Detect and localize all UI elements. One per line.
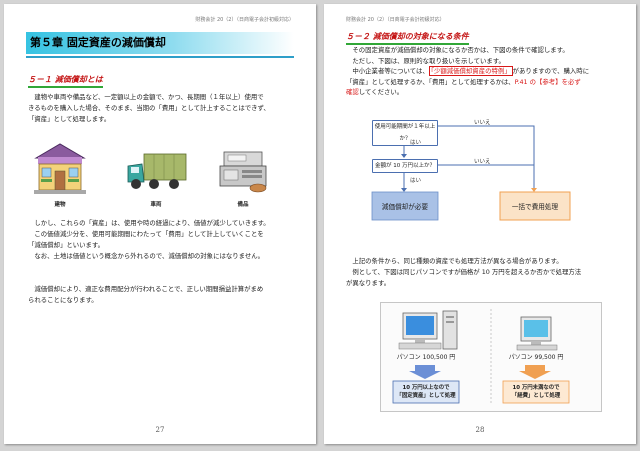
text-line: 減価償却により、適正な費用配分が行われることで、正しい期間損益計算がまめ: [28, 285, 264, 293]
text-line: が異なります。: [346, 279, 391, 287]
left-page: 財務会計 20（2）（日商電子会計初級対応） 第５章 固定資産の減価償却 ５－１…: [4, 4, 316, 444]
caption-equipment: 備品: [237, 202, 249, 208]
text-line: きるものを購入した場合、そのまま、当期の「費用」として計上することはできず、: [28, 104, 270, 112]
truck-illustration: [127, 153, 187, 189]
page-header: 財務会計 20（2）（日商電子会計初級対応）: [346, 17, 445, 23]
decision-flowchart: [371, 125, 571, 221]
confirm-highlight: 確認: [346, 88, 359, 96]
text-line: 「資産」として処理するか、「費用」として処理するかは、P.41 の【参考】を必ず: [346, 77, 581, 86]
text-line: 「資産」として処理します。: [28, 115, 111, 123]
text-line: 確認してください。: [346, 88, 404, 96]
section-title: ５－１ 減価償却とは: [28, 74, 103, 88]
question-useful-life: 使用可能期間が１年以上か？: [372, 120, 438, 146]
label-no: いいえ: [474, 159, 491, 165]
result-depreciation-box: [371, 191, 439, 221]
text-line: 上記の条件から、同じ種類の資産でも処理方法が異なる場合があります。: [346, 257, 563, 265]
result-depreciation: 減価償却が必要: [381, 203, 429, 211]
computer-icon: [516, 316, 558, 351]
reference-highlight: P.41 の【参考】を必ず: [514, 77, 581, 86]
result-expense: 一括で費用処理: [511, 203, 559, 211]
example-panel: パソコン 100,500 円 パソコン 99,500 円 10 万円以上なので …: [380, 302, 602, 412]
intro-paragraph: 建物や車両や備品など、一定額以上の金額で、かつ、長期間（１年以上）使用で きるも…: [28, 92, 298, 125]
computer-examples: [392, 309, 570, 405]
text-line: られることになります。: [28, 296, 98, 304]
label-yes: はい: [410, 178, 422, 184]
text-line: しかし、これらの「資産」は、使用や時の経過により、価値が減少していきます。: [28, 219, 270, 227]
chapter-title: 第５章 固定資産の減価償却: [26, 32, 294, 54]
depreciation-paragraph: しかし、これらの「資産」は、使用や時の経過により、価値が減少していきます。 この…: [28, 218, 300, 262]
text-line: 「減価償却」といいます。: [28, 241, 105, 249]
example-paragraph: 上記の条件から、同じ種類の資産でも処理方法が異なる場合があります。 例として、下…: [346, 256, 628, 289]
chapter-underline: [26, 56, 294, 58]
price-label: パソコン 100,500 円: [396, 354, 456, 361]
conclusion-paragraph: 減価償却により、適正な費用配分が行われることで、正しい期間損益計算がまめ られる…: [28, 284, 300, 306]
equipment-illustration: [219, 151, 267, 193]
text-line: 建物や車両や備品など、一定額以上の金額で、かつ、長期間（１年以上）使用で: [28, 93, 264, 101]
page-number: 27: [155, 426, 165, 434]
desktop-computer-icon: [398, 310, 458, 350]
special-rule-highlight: 「少額減価償却資産の特例」: [428, 66, 513, 76]
conditions-intro: その固定資産が減価償却の対象になるか否かは、下図の条件で確認します。 ただし、下…: [346, 45, 626, 98]
building-illustration: [34, 143, 86, 194]
text-line: その固定資産が減価償却の対象になるか否かは、下図の条件で確認します。: [346, 46, 569, 54]
result-expense-box: [499, 191, 571, 221]
label-no: いいえ: [474, 120, 491, 126]
price-label: パソコン 99,500 円: [508, 354, 564, 361]
text-line: ただし、下図は、原則的な取り扱いを示しています。: [346, 56, 505, 65]
text-line: なお、土地は価値という概念から外れるので、減価償却の対象にはなりません。: [28, 252, 265, 260]
caption-truck: 車両: [150, 202, 162, 208]
text-line: 例として、下図は同じパソコンですが価格が 10 万円を超えるか否かで処理方法: [346, 268, 582, 276]
page-header: 財務会計 20（2）（日商電子会計初級対応）: [195, 17, 294, 23]
text-line: 中小企業者等については、「少額減価償却資産の特例」がありますので、購入時に: [346, 66, 590, 76]
text-line: この価値減少分を、使用可能期間にわたって「費用」として計上していくことを: [28, 230, 264, 238]
question-amount: 金額が 10 万円以上か？: [372, 159, 438, 173]
section-title: ５－２ 減価償却の対象になる条件: [346, 31, 469, 45]
label-yes: はい: [410, 140, 422, 146]
caption-building: 建物: [54, 202, 66, 208]
right-page: 財務会計 20（2）（日商電子会計初級対応） ５－２ 減価償却の対象になる条件 …: [324, 4, 636, 444]
fixed-asset-note: 10 万円以上なので 「固定資産」として処理: [396, 385, 456, 399]
expense-note: 10 万円未満なので 「経費」として処理: [511, 385, 561, 399]
page-number: 28: [475, 426, 485, 434]
